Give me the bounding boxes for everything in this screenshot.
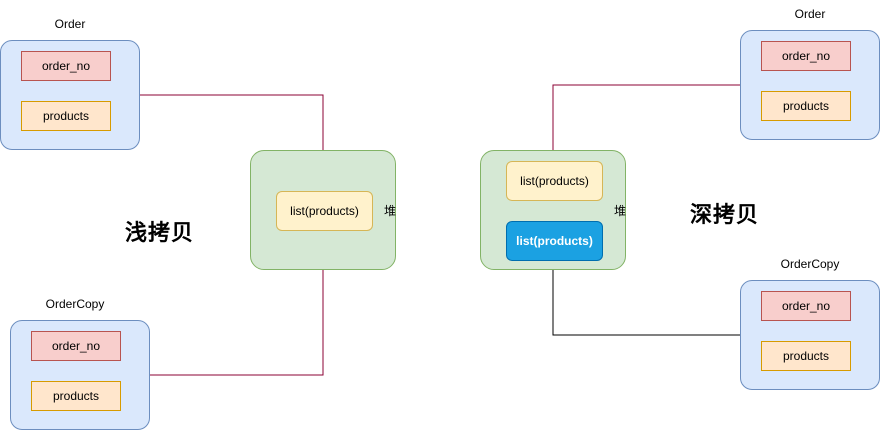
deep-ordercopy-arrow: [549, 258, 740, 336]
deep-heap-list-copy: list(products): [506, 221, 603, 261]
deep-heap-list-original: list(products): [506, 161, 603, 201]
deep-ordercopy-order-no-field: order_no: [761, 291, 851, 321]
shallow-heap-label: 堆: [384, 204, 397, 218]
shallow-order-object: order_no products: [0, 40, 140, 150]
shallow-order-label: Order: [54, 17, 86, 31]
deep-order-label: Order: [794, 7, 826, 21]
deep-ordercopy-products-field: products: [761, 341, 851, 371]
shallow-ordercopy-products-field: products: [31, 381, 121, 411]
shallow-ordercopy-order-no-field: order_no: [31, 331, 121, 361]
deep-ordercopy-label: OrderCopy: [780, 257, 840, 271]
shallow-heap-list: list(products): [276, 191, 373, 231]
shallow-heap: list(products): [250, 150, 396, 270]
deep-heap-label: 堆: [614, 204, 627, 218]
deep-order-arrow: [549, 84, 740, 162]
shallow-ordercopy-arrow: [150, 228, 327, 376]
shallow-copy-title: 浅拷贝: [125, 220, 195, 245]
deep-copy-title: 深拷贝: [690, 202, 760, 227]
deep-order-object: order_no products: [740, 30, 880, 140]
shallow-order-products-field: products: [21, 101, 111, 131]
deep-order-products-field: products: [761, 91, 851, 121]
shallow-ordercopy-label: OrderCopy: [45, 297, 105, 311]
deep-order-order-no-field: order_no: [761, 41, 851, 71]
deep-heap: list(products) list(products): [480, 150, 626, 270]
deep-ordercopy-object: order_no products: [740, 280, 880, 390]
shallow-ordercopy-object: order_no products: [10, 320, 150, 430]
shallow-order-order-no-field: order_no: [21, 51, 111, 81]
